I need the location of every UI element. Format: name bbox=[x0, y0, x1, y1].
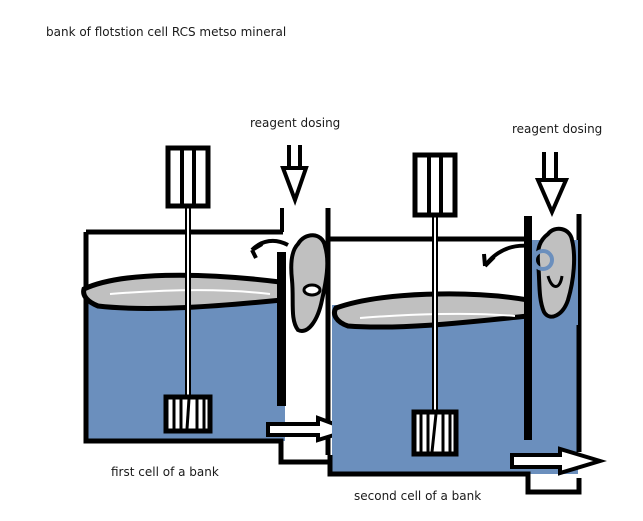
second-cell-water bbox=[332, 305, 578, 474]
first-cell-tank bbox=[83, 229, 330, 465]
second-cell-baffle bbox=[524, 216, 532, 440]
first-cell-baffle bbox=[277, 252, 286, 406]
first-cell-impeller bbox=[163, 394, 213, 434]
first-cell-froth-overflow bbox=[289, 233, 330, 333]
first-cell-label: first cell of a bank bbox=[111, 465, 219, 479]
second-cell-label: second cell of a bank bbox=[354, 489, 482, 503]
reagent-dosing-arrow-1-icon bbox=[280, 145, 309, 206]
second-cell-impeller bbox=[411, 409, 459, 457]
reagent-dosing-label-2: reagent dosing bbox=[512, 122, 603, 136]
second-cell-overflow-arrow bbox=[483, 243, 531, 268]
second-cell-froth bbox=[332, 291, 531, 330]
first-cell bbox=[81, 145, 357, 465]
second-cell-motor bbox=[412, 152, 458, 218]
reagent-dosing-label-1: reagent dosing bbox=[250, 116, 341, 130]
second-cell-tank bbox=[327, 214, 582, 495]
bubble-ring-icon bbox=[532, 249, 554, 271]
first-cell-froth bbox=[81, 272, 285, 311]
diagram-title: bank of flotstion cell RCS metso mineral bbox=[46, 25, 287, 39]
first-cell-motor bbox=[165, 145, 211, 209]
reagent-dosing-arrow-2-icon bbox=[534, 152, 570, 217]
second-cell bbox=[327, 152, 607, 495]
transfer-arrow-2-icon bbox=[510, 446, 607, 476]
second-cell-froth-overflow bbox=[535, 226, 577, 319]
